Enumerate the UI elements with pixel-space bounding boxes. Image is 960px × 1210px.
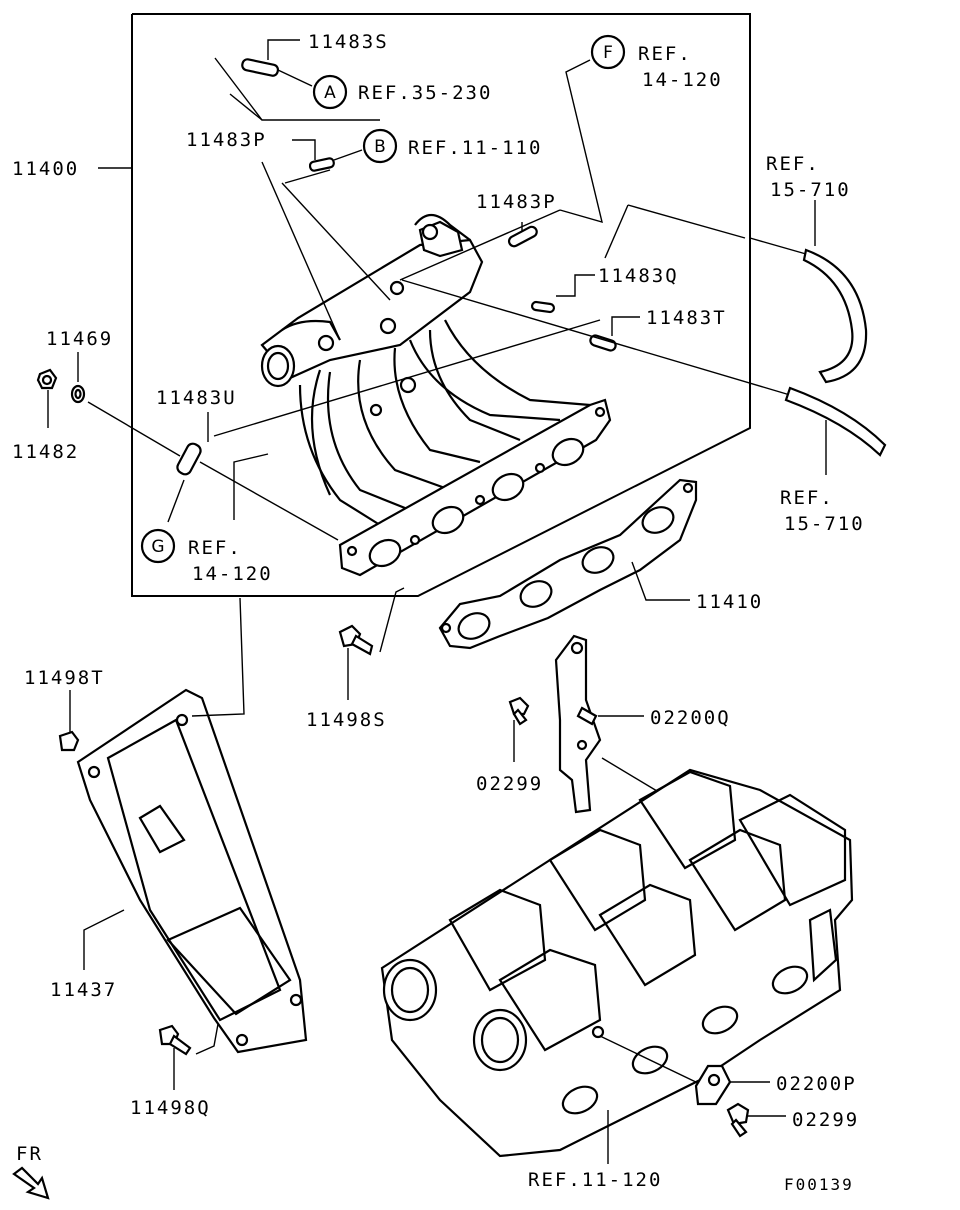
label-ref-15-710-lower-line2: 15-710: [784, 513, 865, 535]
leader-11483P-B: [333, 149, 363, 161]
nipple-11483T: [589, 334, 617, 352]
leader-11469-to-hose: [87, 401, 181, 457]
label-02200Q: 02200Q: [650, 707, 731, 729]
leader-x5: [399, 209, 561, 281]
figure-id: F00139: [784, 1175, 854, 1194]
label-11483P-lower: 11483P: [476, 191, 557, 213]
bolt-02299-lower: [726, 1102, 750, 1138]
leader-G: [167, 479, 185, 523]
label-direction: FR: [16, 1143, 43, 1165]
label-11483T: 11483T: [646, 307, 727, 329]
leader-11483S-A: [277, 69, 313, 87]
label-ref-G-line2: 14-120: [192, 563, 273, 585]
label-ref-35-230: REF.35-230: [358, 82, 492, 104]
leader-ref15-upper-b: [749, 237, 807, 255]
label-11482: 11482: [12, 441, 79, 463]
bolt-11498S: [338, 624, 374, 656]
label-ref-11-120: REF.11-120: [528, 1169, 662, 1191]
bolt-02299-upper: [508, 696, 530, 726]
label-02299-upper: 02299: [476, 773, 543, 795]
label-ref-11-110: REF.11-110: [408, 137, 542, 159]
label-11469: 11469: [46, 328, 113, 350]
leader-11483S: [267, 39, 300, 60]
label-02200P: 02200P: [776, 1073, 857, 1095]
leader-11483P-upper: [292, 139, 316, 160]
leader-11437: [83, 909, 125, 970]
label-02299-lower: 02299: [792, 1109, 859, 1131]
leader-11437-top: [191, 597, 245, 717]
leader-x10: [604, 204, 629, 259]
leader-02200P-a: [599, 1035, 701, 1085]
leader-11498S-b: [379, 587, 405, 653]
leader-11483Q: [556, 274, 595, 297]
leader-x1: [229, 93, 263, 121]
label-11498T: 11498T: [24, 667, 105, 689]
label-ref-F-line2: 14-120: [642, 69, 723, 91]
front-arrow-icon: [12, 1166, 50, 1200]
cylinder-head: [380, 768, 854, 1158]
svg-text:B: B: [374, 137, 386, 157]
washer-11469: [70, 384, 86, 404]
label-11437: 11437: [50, 979, 117, 1001]
nipple-11483P-lower: [507, 225, 538, 248]
gasket-11410: [438, 478, 698, 650]
label-ref-G-line1: REF.: [188, 537, 242, 559]
nut-11482: [36, 368, 58, 390]
intake-manifold: [260, 213, 612, 577]
nipple-11483S: [241, 58, 280, 77]
label-11483U: 11483U: [156, 387, 237, 409]
leader-x3: [281, 182, 391, 301]
leader-x2: [261, 161, 341, 341]
ref-circle-B: B: [362, 128, 398, 164]
leader-11483T: [611, 316, 640, 336]
leader-x9: [233, 453, 269, 520]
label-11400: 11400: [12, 158, 79, 180]
label-11498S: 11498S: [306, 709, 387, 731]
svg-text:G: G: [151, 537, 164, 557]
label-11483Q: 11483Q: [598, 265, 679, 287]
leader-x11: [627, 204, 746, 239]
hose-ref-15-710-lower: [784, 386, 887, 457]
svg-text:A: A: [324, 83, 336, 103]
label-ref-15-710-upper-line1: REF.: [766, 153, 820, 175]
ref-circle-F: F: [590, 34, 626, 70]
label-11410: 11410: [696, 591, 763, 613]
leader-11498Q-b: [195, 1023, 219, 1055]
label-ref-15-710-upper-line2: 15-710: [770, 179, 851, 201]
hose-ref-15-710-upper: [802, 248, 868, 384]
leader-x8: [199, 461, 339, 541]
svg-text:F: F: [603, 43, 613, 63]
leader-F: [559, 59, 603, 224]
bolt-11498Q: [158, 1024, 192, 1056]
nipple-11483Q: [530, 300, 556, 314]
ref-circle-A: A: [312, 74, 348, 110]
leader-11410: [631, 561, 690, 601]
bracket-02200Q: [554, 634, 602, 814]
leader-x6: [401, 279, 791, 396]
label-11483S: 11483S: [308, 31, 389, 53]
label-11483P-upper: 11483P: [186, 129, 267, 151]
label-11498Q: 11498Q: [130, 1097, 211, 1119]
hose-11483U: [176, 442, 202, 476]
leader-11483S-to-11400: [214, 57, 380, 121]
nipple-11483P-upper: [308, 157, 335, 172]
leader-x7: [213, 319, 601, 437]
group-frame: [131, 13, 751, 597]
label-ref-15-710-lower-line1: REF.: [780, 487, 834, 509]
cover-11437: [76, 688, 308, 1054]
bolt-11498T: [58, 730, 80, 752]
label-ref-F-line1: REF.: [638, 43, 692, 65]
leader-02200Q-b: [601, 757, 663, 795]
ref-circle-G: G: [140, 528, 176, 564]
leader-x4: [284, 169, 331, 184]
